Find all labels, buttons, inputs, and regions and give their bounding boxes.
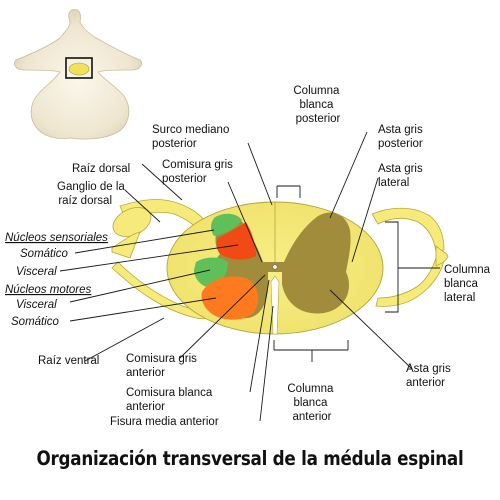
right-nerve-roots	[371, 207, 449, 307]
label-comisura-blanca-anterior: Comisura blanca anterior	[126, 387, 216, 413]
label-columna-blanca-posterior: Columna blanca posterior	[293, 85, 342, 125]
somatic-sensory-nucleus	[211, 213, 242, 236]
label-asta-gris-posterior: Asta gris posterior	[378, 124, 426, 150]
labels: Columna blanca posterior Surco mediano p…	[5, 85, 493, 428]
anterior-median-fissure	[270, 275, 280, 335]
label-ganglio-raiz-dorsal: Ganglio de la raíz dorsal	[57, 181, 128, 207]
central-canal	[272, 264, 278, 270]
label-nucleos-sensoriales: Núcleos sensoriales	[5, 232, 108, 244]
leader-lines	[59, 131, 440, 422]
label-asta-gris-lateral: Asta gris lateral	[378, 163, 426, 189]
page-title: Organización transversal de la médula es…	[36, 447, 464, 470]
label-comisura-gris-anterior: Comisura gris anterior	[126, 353, 200, 379]
somatic-motor-nucleus	[201, 276, 259, 320]
label-columna-blanca-lateral: Columna blanca lateral	[444, 264, 493, 304]
label-nucleos-motores: Núcleos motores	[5, 284, 92, 296]
visceral-sensory-nucleus	[216, 222, 256, 260]
label-asta-gris-anterior: Asta gris anterior	[406, 363, 454, 389]
label-columna-blanca-anterior: Columna blanca anterior	[287, 383, 336, 423]
label-somatico-motor: Somático	[11, 316, 60, 328]
spinal-cord-section	[166, 201, 384, 335]
gray-matter-right	[282, 212, 351, 314]
vertebra-thumbnail	[14, 9, 142, 140]
label-comisura-gris-posterior: Comisura gris posterior	[162, 159, 236, 185]
label-visceral-motor: Visceral	[16, 299, 57, 311]
label-raiz-ventral: Raíz ventral	[38, 355, 99, 367]
label-raiz-dorsal: Raíz dorsal	[72, 163, 130, 175]
label-visceral-sensorial: Visceral	[16, 266, 57, 278]
label-surco-mediano-posterior: Surco mediano posterior	[152, 124, 233, 150]
label-fisura-media-anterior: Fisura media anterior	[110, 416, 219, 428]
label-somatico-sensorial: Somático	[20, 248, 69, 260]
